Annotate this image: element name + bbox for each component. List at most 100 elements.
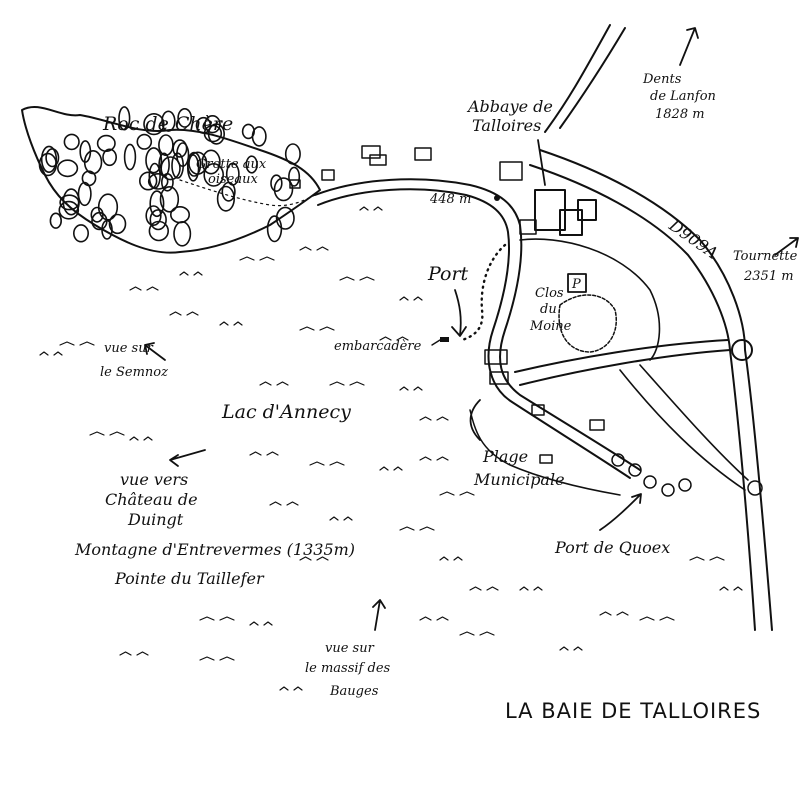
label-embarcadere: embarcadère (334, 339, 422, 354)
wave-mark (599, 611, 629, 616)
quoex-trees (611, 453, 692, 497)
wave-mark (89, 431, 125, 436)
label-plage-2: Municipale (473, 470, 565, 489)
tree (145, 205, 162, 227)
tree (225, 162, 240, 186)
tree (201, 149, 221, 175)
tree (251, 126, 267, 147)
tree (187, 154, 200, 182)
wave-mark (249, 451, 279, 456)
label-grotte-1: Grotte aux (196, 157, 267, 172)
tree (143, 112, 165, 136)
tree (170, 206, 191, 224)
tree (77, 181, 92, 207)
label-road-d909a: D909A (665, 215, 722, 263)
label-port-de-quoex: Port de Quoex (554, 538, 670, 557)
tree (139, 171, 158, 191)
label-entrevermes: Montagne d'Entrevermes (1335m) (74, 540, 355, 559)
tree (177, 108, 193, 128)
tree (147, 172, 169, 190)
wave-mark (119, 651, 149, 656)
label-bauges-3: Bauges (329, 684, 379, 699)
tree (275, 206, 295, 230)
embarcadere-marker (440, 337, 449, 342)
label-abbaye-1: Abbaye de (466, 97, 553, 116)
arrow-embarcadere (431, 339, 441, 346)
tree (203, 124, 223, 143)
tree (136, 133, 153, 150)
wave-mark (199, 656, 235, 661)
label-dents-3: 1828 m (655, 107, 705, 122)
wave-mark (329, 381, 365, 386)
wave-mark (259, 381, 289, 386)
tree (58, 200, 80, 220)
tree (203, 162, 224, 187)
tree (73, 224, 90, 243)
wave-mark (419, 616, 449, 621)
wave-mark (199, 616, 235, 621)
wave-mark (239, 256, 275, 261)
tree (79, 140, 92, 163)
label-semnoz-1: vue sur (104, 341, 154, 356)
label-port: Port (427, 263, 469, 285)
label-duingt-1: vue vers (120, 470, 188, 489)
port-harbour-wall (460, 243, 507, 342)
wave-mark (309, 461, 345, 466)
tree (204, 114, 221, 134)
wave-mark (689, 556, 725, 561)
tree (63, 133, 80, 151)
label-clos-3: Moine (529, 319, 572, 334)
label-grotte-2: oiseaux (208, 172, 258, 187)
wave-mark (39, 351, 63, 356)
wave-mark (299, 556, 329, 561)
label-dents-1: Dents (642, 72, 682, 87)
wave-mark (279, 686, 303, 691)
wave-mark (469, 586, 499, 591)
wave-mark (719, 586, 743, 591)
wave-mark (299, 326, 335, 331)
wave-mark (299, 246, 329, 251)
wave-mark (419, 416, 449, 421)
wave-mark (129, 436, 153, 441)
arrow-bauges (372, 599, 386, 631)
roc-de-chere-forest (21, 105, 321, 254)
tree (266, 215, 283, 243)
label-tournette-1: Tournette (733, 249, 798, 264)
building (414, 147, 432, 161)
wave-mark (219, 321, 243, 326)
wave-mark (249, 621, 273, 626)
tree (49, 212, 62, 229)
wave-mark (439, 556, 463, 561)
label-dents-2: de Lanfon (650, 89, 716, 104)
wave-mark (179, 271, 203, 276)
parking-sign: P (567, 273, 587, 293)
building (321, 169, 335, 181)
building (361, 145, 387, 166)
building (589, 419, 605, 431)
building (484, 349, 508, 365)
label-lake: Lac d'Annecy (221, 401, 351, 423)
lake-waves (39, 206, 743, 691)
label-bauges-2: le massif des (305, 661, 391, 676)
tree (160, 156, 181, 181)
tree (273, 177, 294, 202)
arrow-duingt (169, 449, 206, 467)
tree (149, 190, 165, 218)
tree (149, 209, 167, 231)
wave-mark (59, 341, 95, 346)
tree (245, 155, 258, 174)
building (489, 371, 509, 385)
parking-label: P (571, 277, 581, 292)
tree (171, 152, 184, 179)
label-duingt-3: Duingt (127, 510, 184, 529)
wave-mark (379, 336, 409, 341)
tree (158, 134, 174, 157)
tree (173, 221, 192, 247)
tree (207, 123, 225, 145)
label-taillefer: Pointe du Taillefer (114, 569, 265, 588)
tree (96, 134, 116, 152)
buildings (289, 145, 605, 464)
arrow-plage (469, 399, 481, 441)
building (531, 404, 545, 416)
label-clos-1: Clos (535, 286, 564, 301)
